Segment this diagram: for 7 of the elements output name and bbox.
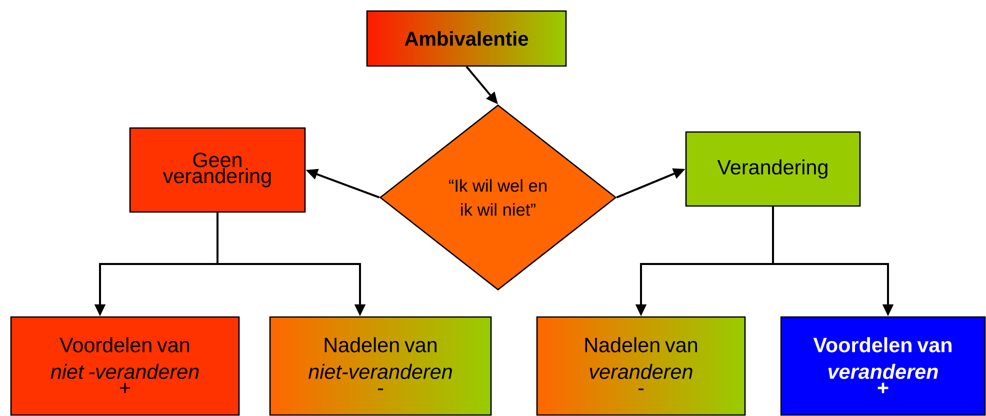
process-box: Geen verandering: [129, 127, 306, 213]
outcome-box: Voordelen van niet -veranderen +: [10, 316, 240, 416]
outcome-box: Nadelen van veranderen -: [536, 316, 746, 416]
outcome-box: Voordelen van veranderen +: [780, 316, 986, 416]
outcome-box: Nadelen van niet-veranderen -: [269, 316, 492, 416]
process-box: Verandering: [685, 131, 861, 207]
title-box: Ambivalentie: [366, 10, 567, 67]
